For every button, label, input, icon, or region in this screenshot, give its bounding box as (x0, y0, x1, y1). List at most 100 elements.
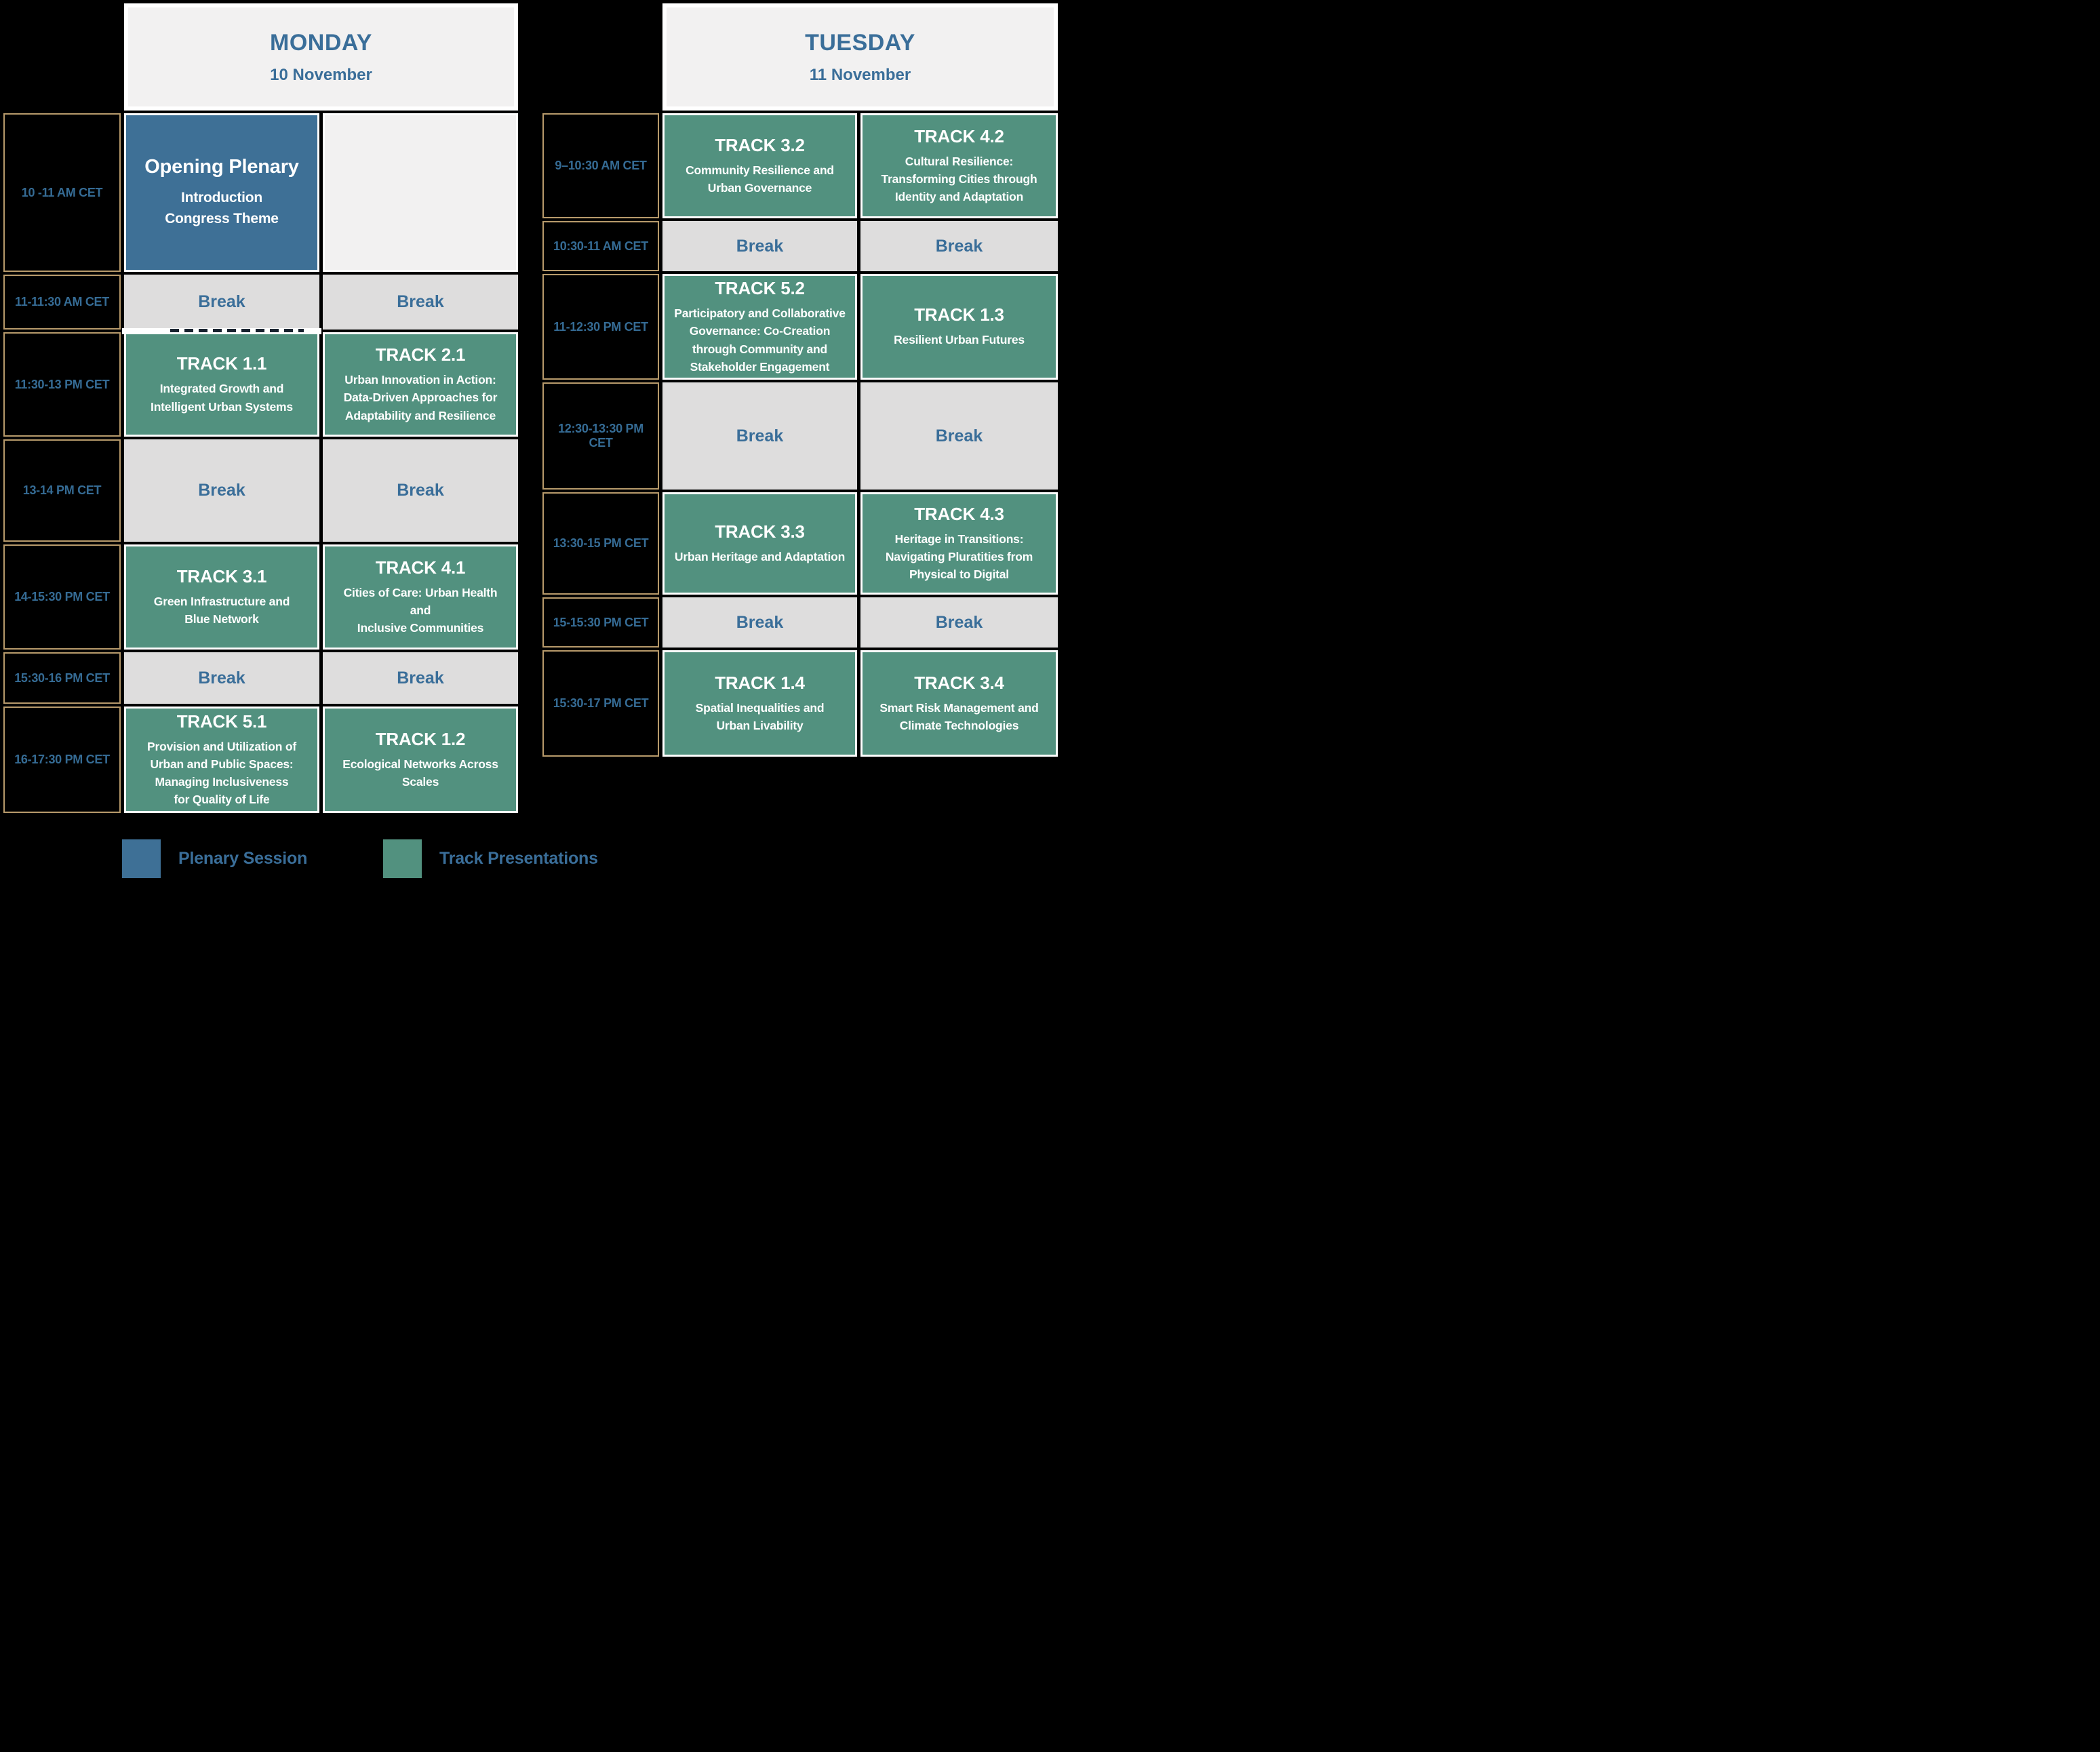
track-title: TRACK 5.1 (176, 711, 267, 732)
break-label: Break (397, 292, 444, 311)
break-cell: Break (323, 275, 518, 330)
session-cell-track-2-1: TRACK 2.1 Urban Innovation in Action: Da… (323, 332, 518, 437)
track-title: TRACK 3.3 (715, 521, 805, 542)
break-cell: Break (124, 652, 319, 704)
time-slot: 13-14 PM CET (3, 439, 121, 542)
legend-item-plenary: Plenary Session (122, 839, 307, 878)
time-slot: 10 -11 AM CET (3, 113, 121, 272)
time-slot: 9–10:30 AM CET (542, 113, 659, 218)
session-cell-track-3-4: TRACK 3.4 Smart Risk Management and Clim… (860, 650, 1058, 757)
track-subtitle: Participatory and Collaborative Governan… (674, 306, 846, 374)
day-header-monday: MONDAY 10 November (124, 3, 518, 111)
break-label: Break (397, 481, 444, 500)
track-title: TRACK 3.4 (914, 672, 1004, 693)
track-title: TRACK 1.2 (375, 728, 466, 749)
track-title: TRACK 4.3 (914, 503, 1004, 524)
time-slot: 15-15:30 PM CET (542, 597, 659, 648)
break-cell: Break (662, 221, 857, 271)
legend-item-track: Track Presentations (383, 839, 598, 878)
track-subtitle: Ecological Networks Across Scales (342, 757, 498, 789)
session-cell-track-1-3: TRACK 1.3 Resilient Urban Futures (860, 274, 1058, 380)
break-cell: Break (323, 652, 518, 704)
session-cell-track-4-2: TRACK 4.2 Cultural Resilience: Transform… (860, 113, 1058, 218)
empty-cell (323, 113, 518, 272)
legend-label: Plenary Session (178, 849, 308, 868)
session-cell-track-1-2: TRACK 1.2 Ecological Networks Across Sca… (323, 706, 518, 813)
break-cell: Break (860, 221, 1058, 271)
track-subtitle: Urban Innovation in Action: Data-Driven … (343, 373, 498, 422)
break-cell: Break (860, 597, 1058, 648)
track-subtitle: Cultural Resilience: Transforming Cities… (881, 154, 1037, 204)
track-subtitle: Heritage in Transitions: Navigating Plur… (885, 532, 1033, 582)
session-cell-track-5-2: TRACK 5.2 Participatory and Collaborativ… (662, 274, 857, 380)
break-cell: Break (122, 275, 321, 334)
time-slot: 15:30-17 PM CET (542, 650, 659, 757)
track-subtitle: Resilient Urban Futures (894, 333, 1025, 347)
day-header-tuesday: TUESDAY 11 November (662, 3, 1058, 111)
break-label: Break (736, 612, 784, 632)
track-subtitle: Provision and Utilization of Urban and P… (147, 739, 296, 807)
track-title: TRACK 1.3 (914, 304, 1004, 325)
break-label: Break (736, 426, 784, 445)
legend-label: Track Presentations (439, 849, 598, 868)
time-slot: 13:30-15 PM CET (542, 492, 659, 595)
plenary-color-swatch (122, 839, 161, 878)
break-label: Break (198, 292, 245, 311)
time-slot: 11:30-13 PM CET (3, 332, 121, 437)
break-label: Break (935, 612, 983, 632)
track-title: TRACK 3.2 (715, 134, 805, 155)
break-label: Break (935, 236, 983, 256)
track-title: TRACK 5.2 (715, 278, 805, 298)
session-cell-track-1-1: TRACK 1.1 Integrated Growth and Intellig… (124, 332, 319, 437)
break-label: Break (736, 236, 784, 256)
day-name: TUESDAY (805, 29, 915, 56)
track-title: TRACK 4.1 (375, 557, 466, 578)
break-cell: Break (662, 597, 857, 648)
time-slot: 16-17:30 PM CET (3, 706, 121, 813)
time-slot: 12:30-13:30 PM CET (542, 382, 659, 490)
break-label: Break (198, 481, 245, 500)
break-cell: Break (323, 439, 518, 542)
day-date: 11 November (809, 65, 911, 84)
track-title: TRACK 1.4 (715, 672, 805, 693)
track-subtitle: Integrated Growth and Intelligent Urban … (151, 382, 293, 414)
track-subtitle: Smart Risk Management and Climate Techno… (879, 700, 1039, 732)
time-slot: 14-15:30 PM CET (3, 544, 121, 650)
programme-canvas: MONDAY 10 November 10 -11 AM CET Opening… (0, 0, 1062, 887)
track-subtitle: Urban Heritage and Adaptation (674, 549, 846, 563)
session-cell-track-4-3: TRACK 4.3 Heritage in Transitions: Navig… (860, 492, 1058, 595)
session-cell-opening-plenary: Opening Plenary Introduction Congress Th… (124, 113, 319, 272)
day-date: 10 November (270, 65, 372, 84)
time-slot: 10:30-11 AM CET (542, 221, 659, 271)
track-subtitle: Spatial Inequalities and Urban Livabilit… (695, 700, 825, 732)
track-title: TRACK 1.1 (176, 353, 267, 374)
break-label: Break (198, 668, 245, 688)
track-color-swatch (383, 839, 422, 878)
session-cell-track-3-1: TRACK 3.1 Green Infrastructure and Blue … (124, 544, 319, 650)
day-name: MONDAY (270, 29, 372, 56)
session-cell-track-1-4: TRACK 1.4 Spatial Inequalities and Urban… (662, 650, 857, 757)
track-subtitle: Green Infrastructure and Blue Network (153, 594, 290, 626)
track-title: TRACK 4.2 (914, 125, 1004, 146)
time-slot: 15:30-16 PM CET (3, 652, 121, 704)
break-label: Break (935, 426, 983, 445)
session-cell-track-3-2: TRACK 3.2 Community Resilience and Urban… (662, 113, 857, 218)
session-title: Opening Plenary (144, 156, 299, 178)
break-cell: Break (860, 382, 1058, 490)
break-label: Break (397, 668, 444, 688)
track-title: TRACK 2.1 (375, 344, 466, 365)
day-column-tuesday: TUESDAY 11 November 9–10:30 AM CET TRACK… (542, 3, 1058, 757)
track-subtitle: Community Resilience and Urban Governanc… (686, 163, 834, 195)
session-cell-track-4-1: TRACK 4.1 Cities of Care: Urban Health a… (323, 544, 518, 650)
day-column-monday: MONDAY 10 November 10 -11 AM CET Opening… (3, 3, 518, 813)
time-slot: 11-12:30 PM CET (542, 274, 659, 380)
session-cell-track-3-3: TRACK 3.3 Urban Heritage and Adaptation (662, 492, 857, 595)
break-cell: Break (662, 382, 857, 490)
break-cell: Break (124, 439, 319, 542)
session-cell-track-5-1: TRACK 5.1 Provision and Utilization of U… (124, 706, 319, 813)
track-subtitle: Cities of Care: Urban Health and Inclusi… (343, 585, 498, 635)
time-slot: 11-11:30 AM CET (3, 275, 121, 330)
session-subtitle: Introduction Congress Theme (165, 190, 279, 226)
clipped-text-artifact (122, 328, 321, 334)
track-title: TRACK 3.1 (176, 565, 267, 586)
